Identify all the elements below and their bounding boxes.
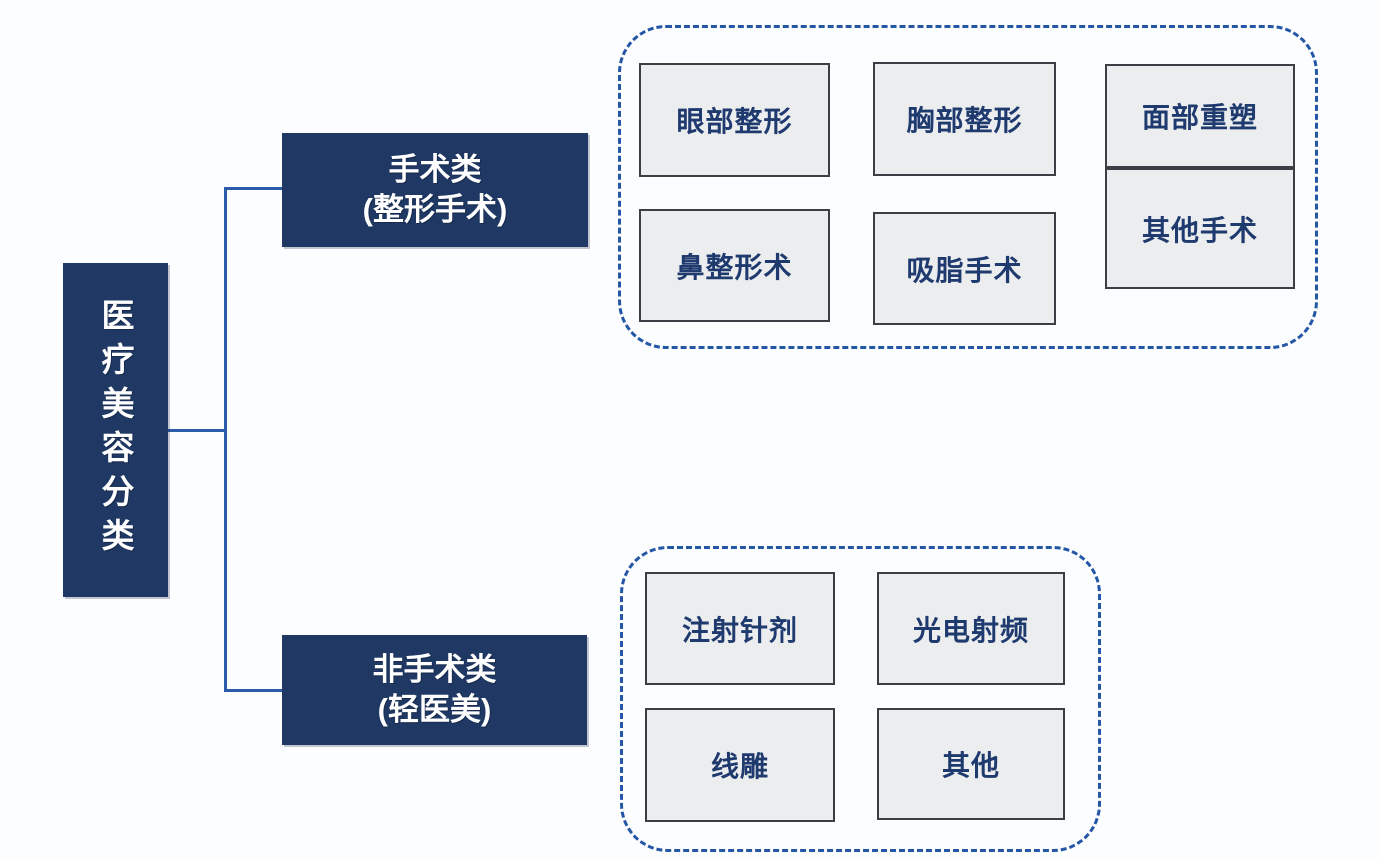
- connector-surgical-branch: [224, 187, 282, 190]
- root-node-medical-aesthetics: 医疗美容分类: [63, 263, 168, 597]
- branch-node-surgical: 手术类 (整形手术): [282, 133, 588, 247]
- group-nonsurgical-items: [620, 546, 1101, 852]
- branch-surgical-title: 手术类: [388, 152, 482, 187]
- branch-nonsurgical-subtitle: (轻医美): [377, 692, 492, 727]
- branch-nonsurgical-title: 非手术类: [372, 652, 497, 687]
- item-other: 其他: [877, 708, 1065, 820]
- item-eye-surgery: 眼部整形: [639, 63, 830, 177]
- connector-root-horizontal: [168, 429, 225, 432]
- item-liposuction: 吸脂手术: [873, 212, 1056, 325]
- item-energy-devices: 光电射频: [877, 572, 1065, 685]
- item-face-reshaping: 面部重塑: [1105, 64, 1295, 168]
- item-other-surgery: 其他手术: [1105, 168, 1295, 289]
- root-node-label: 医疗美容分类: [97, 298, 134, 562]
- group-surgical-items: [618, 25, 1318, 349]
- item-thread-lift: 线雕: [645, 708, 835, 822]
- branch-surgical-subtitle: (整形手术): [362, 192, 508, 227]
- branch-node-nonsurgical: 非手术类 (轻医美): [282, 635, 587, 745]
- connector-trunk-vertical: [224, 187, 227, 692]
- item-breast-surgery: 胸部整形: [873, 62, 1056, 176]
- item-injections: 注射针剂: [645, 572, 835, 685]
- connector-nonsurgical-branch: [224, 689, 282, 692]
- item-rhinoplasty: 鼻整形术: [639, 209, 830, 322]
